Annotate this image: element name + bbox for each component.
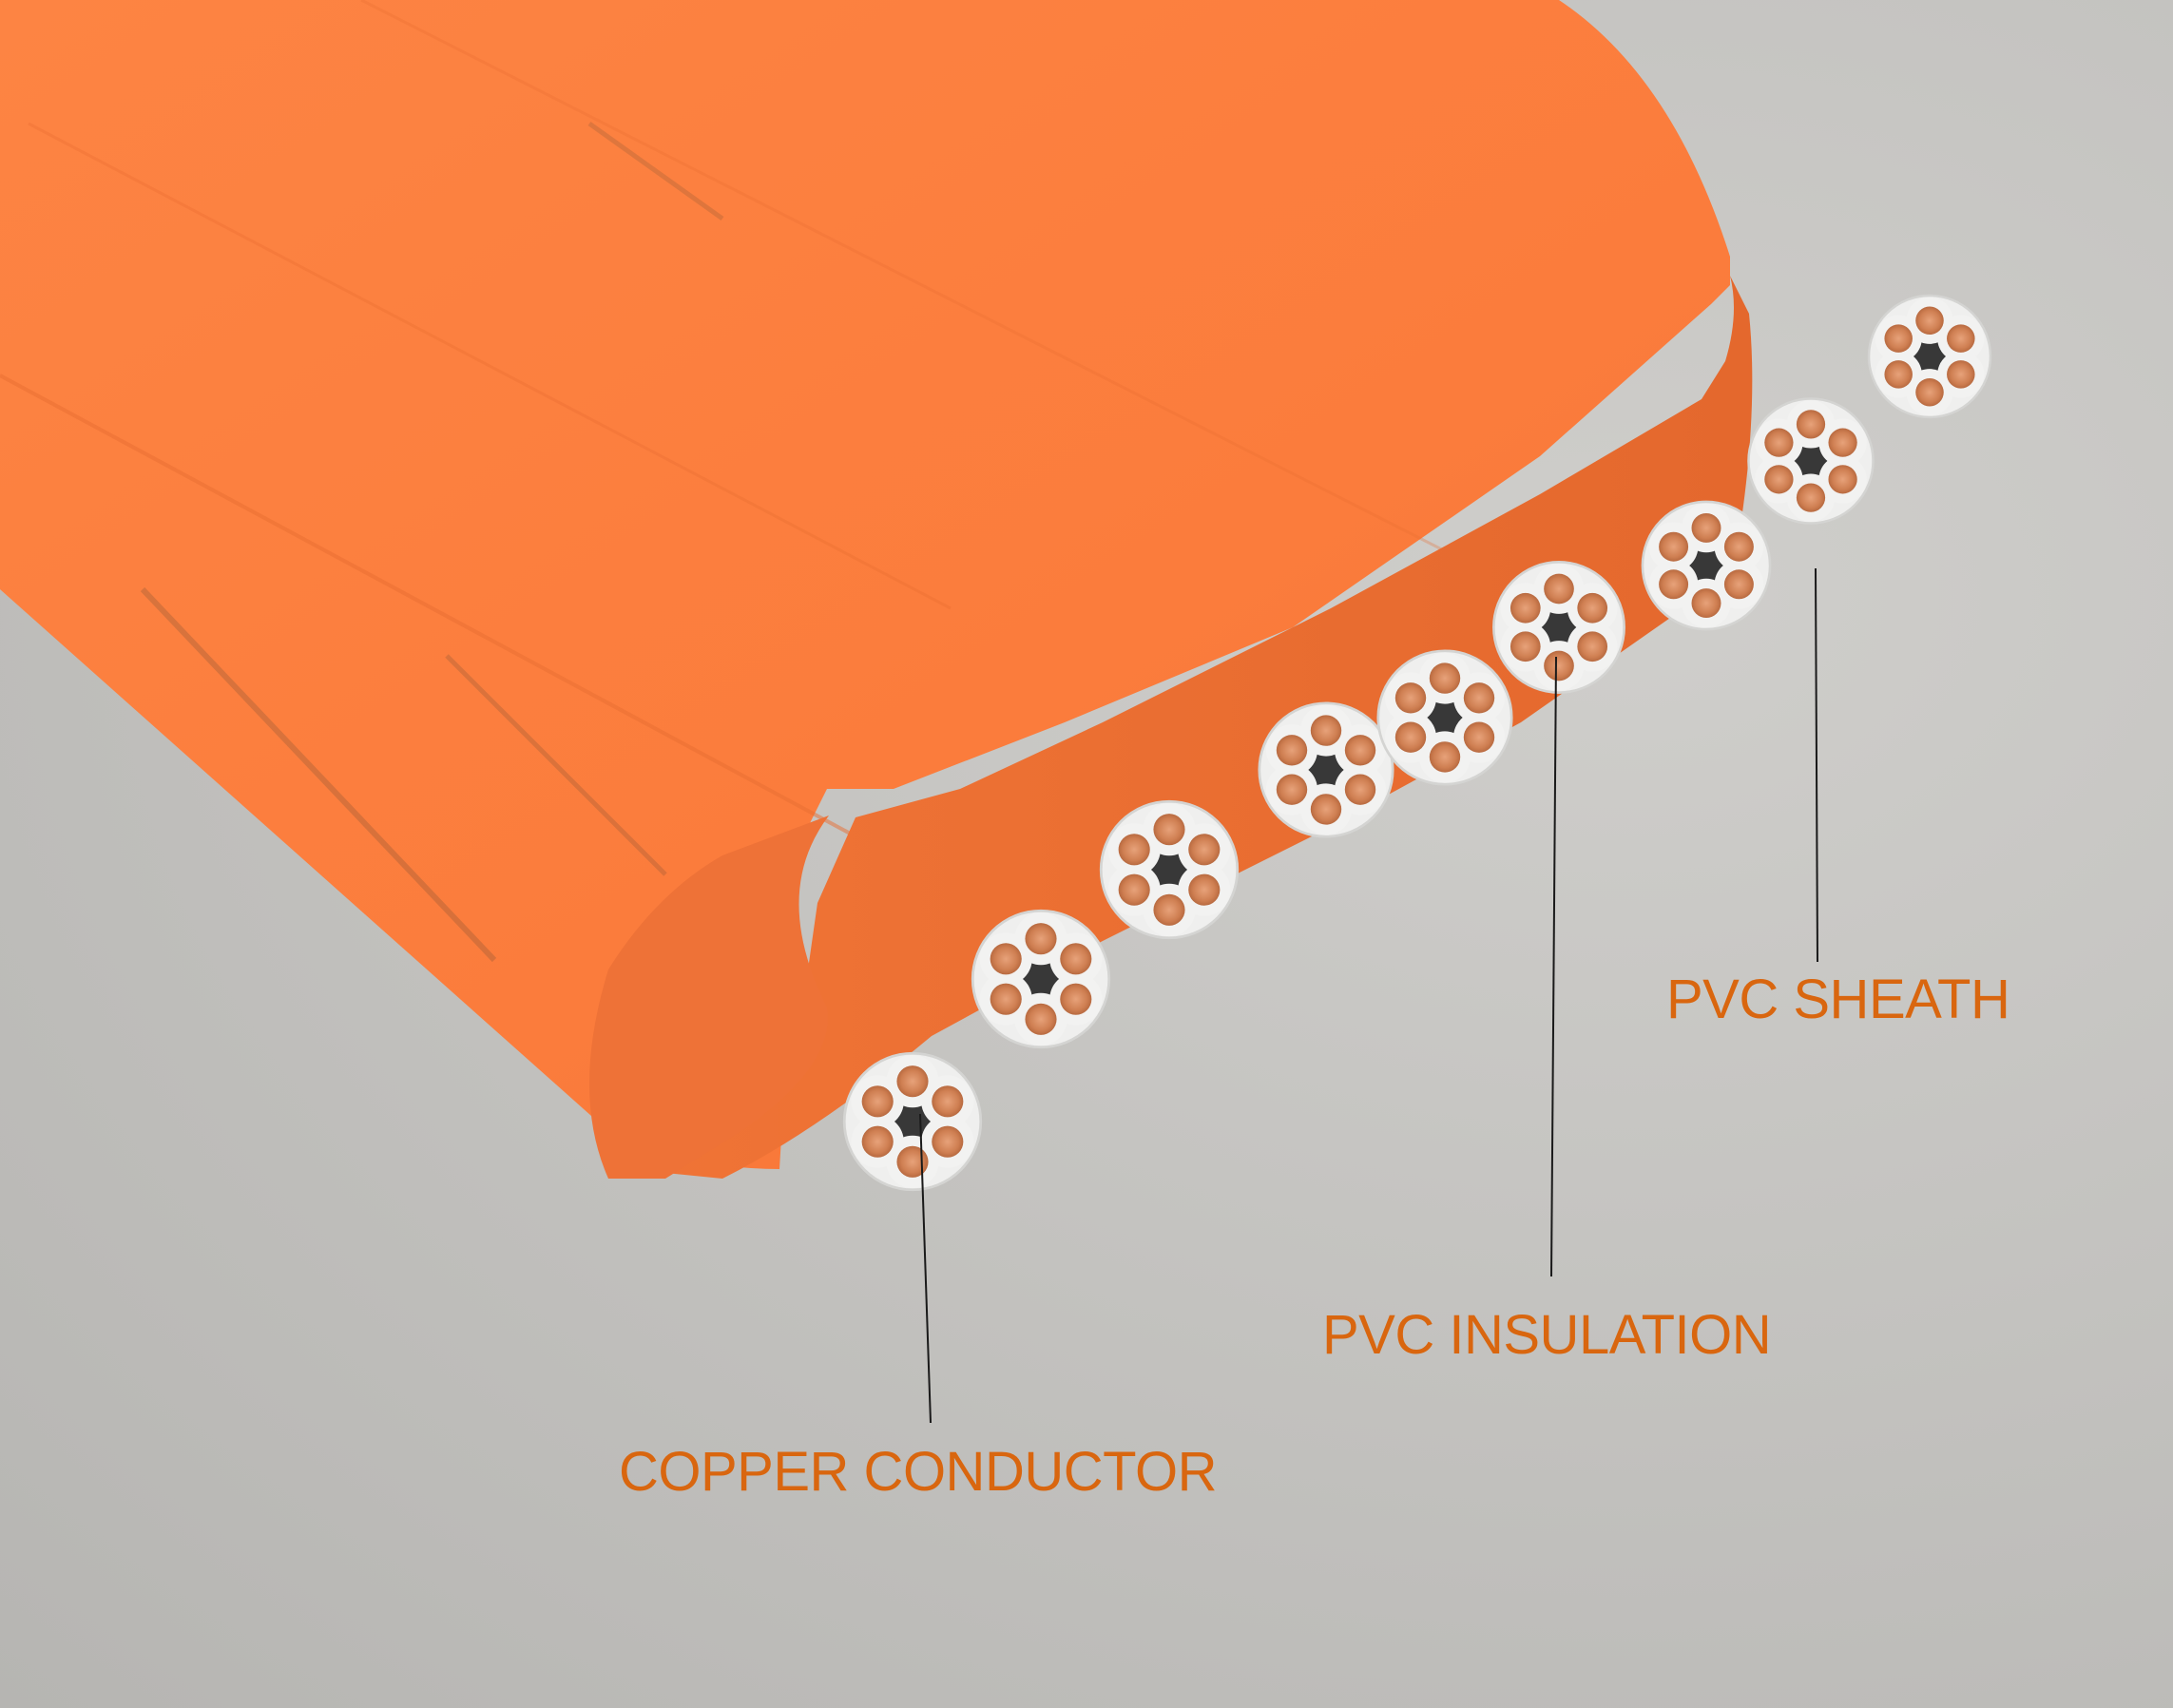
cable-cut-face: [611, 276, 1753, 1179]
cable-sheath-top: [0, 0, 1730, 1169]
label-copper-conductor: COPPER CONDUCTOR: [619, 1441, 1217, 1503]
leader-line-insulation: [1550, 656, 1557, 1277]
leader-line-sheath: [1815, 567, 1818, 963]
leader-line-conductor: [919, 1113, 932, 1424]
label-pvc-insulation: PVC INSULATION: [1322, 1304, 1772, 1366]
label-pvc-sheath: PVC SHEATH: [1666, 969, 2010, 1030]
